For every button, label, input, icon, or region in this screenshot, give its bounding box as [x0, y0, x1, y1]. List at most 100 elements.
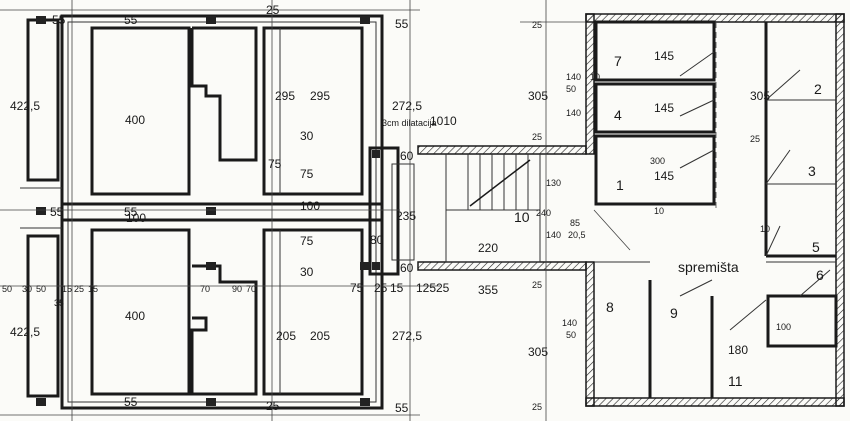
dim-text: 25 — [374, 281, 388, 295]
dim-text: 180 — [728, 343, 748, 357]
dim-text: 145 — [654, 49, 674, 63]
column-marker — [36, 207, 46, 215]
door-swing — [679, 149, 715, 169]
room-label-8: 8 — [606, 299, 614, 315]
dilatation-label: 3cm dilatacija — [382, 118, 437, 128]
dim-text: 60 — [400, 261, 414, 275]
dim-text: 75 — [268, 157, 282, 171]
stair-wall-bottom — [417, 261, 587, 271]
dim-text: 80 — [370, 233, 384, 247]
dim-text: 15 — [62, 284, 72, 294]
room-6-box — [766, 294, 838, 348]
dim-text: 295 — [310, 89, 330, 103]
dim-text: 10 — [654, 206, 664, 216]
dim-text: 55 — [395, 401, 409, 415]
dim-text: 50 — [36, 284, 46, 294]
dim-text: 75 — [300, 167, 314, 181]
left-building-outline — [60, 14, 384, 410]
dim-text: 15 — [88, 284, 98, 294]
dim-text: 10 — [590, 72, 600, 82]
column-marker — [206, 16, 216, 24]
dim-text: 355 — [478, 283, 498, 297]
dim-text: 300 — [650, 156, 665, 166]
dim-text: 90 — [232, 284, 242, 294]
room-7 — [594, 20, 716, 82]
door-swing — [765, 225, 781, 257]
room-label-7: 7 — [614, 53, 622, 69]
dim-text: 35 — [54, 298, 64, 308]
dim-text: 50 — [566, 84, 576, 94]
column-marker — [36, 398, 46, 406]
dim-text: 305 — [528, 89, 548, 103]
dim-text: 50 — [2, 284, 12, 294]
dim-text: 55 — [124, 13, 138, 27]
door-swing — [679, 99, 715, 117]
dim-text: 20,5 — [568, 230, 586, 240]
dim-text: 205 — [276, 329, 296, 343]
column-marker — [360, 16, 370, 24]
dim-text: 25 — [436, 281, 450, 295]
door-swing — [593, 209, 631, 251]
dim-text: 55 — [52, 13, 66, 27]
door-swing — [765, 149, 791, 185]
room-label-1: 1 — [616, 177, 624, 193]
left-building-inner-outline — [67, 21, 377, 403]
dim-text: 25 — [532, 132, 542, 142]
room-1 — [594, 134, 716, 206]
door-swing — [679, 51, 715, 77]
dim-text: 295 — [275, 89, 295, 103]
dim-text: 400 — [125, 309, 145, 323]
dim-text: 70 — [246, 284, 256, 294]
right-wall-right — [835, 13, 845, 407]
lower-stepped-room — [190, 264, 258, 396]
connector-wall — [368, 146, 400, 276]
room-label-9: 9 — [670, 305, 678, 321]
dim-text: 25 — [266, 3, 280, 17]
column-marker — [372, 150, 380, 158]
dim-text: 305 — [750, 89, 770, 103]
dim-text: 145 — [654, 169, 674, 183]
right-wall-left-lower — [585, 261, 595, 407]
dim-text: 25 — [532, 280, 542, 290]
dim-text: 100 — [776, 322, 791, 332]
dim-text: 240 — [536, 208, 551, 218]
dim-text: 272,5 — [392, 329, 422, 343]
left-strip-lower — [26, 234, 60, 398]
dim-text: 140 — [566, 72, 581, 82]
stair-wall-top — [417, 145, 587, 155]
column-marker — [206, 262, 216, 270]
dim-text: 100 — [126, 211, 146, 225]
upper-right-room — [262, 26, 364, 196]
door-swing — [765, 69, 801, 101]
dim-text: 422,5 — [10, 325, 40, 339]
left-building: 55 55 55 55 55 55 55 25 25 400 400 295 2… — [0, 0, 498, 421]
upper-stepped-room — [190, 26, 258, 162]
dim-text: 25 — [750, 134, 760, 144]
room-label-4: 4 — [614, 107, 622, 123]
dim-text: 145 — [654, 101, 674, 115]
staircase: 10 220 130 240 140 85 20,5 — [417, 145, 587, 271]
dim-text: 140 — [566, 108, 581, 118]
dim-text: 75 — [300, 234, 314, 248]
room-4 — [594, 82, 716, 134]
dim-text: 25 — [532, 402, 542, 412]
dim-text: 70 — [200, 284, 210, 294]
right-wall-bottom — [585, 397, 845, 407]
dim-text: 125 — [416, 281, 436, 295]
dim-text: 30 — [22, 284, 32, 294]
lower-right-room — [262, 228, 364, 396]
dim-text: 10 — [760, 224, 770, 234]
dim-text: 75 — [350, 281, 364, 295]
dim-text: 55 — [50, 205, 64, 219]
dim-text: 100 — [300, 199, 320, 213]
dim-text: 60 — [400, 149, 414, 163]
lower-left-room — [90, 228, 191, 396]
column-marker — [360, 262, 370, 270]
dim-text: 25 — [74, 284, 84, 294]
right-wall-left-upper — [585, 13, 595, 155]
column-marker — [372, 262, 380, 270]
dim-text: 400 — [125, 113, 145, 127]
dim-text: 55 — [124, 205, 138, 219]
upper-left-room — [90, 26, 191, 196]
dim-text: 205 — [310, 329, 330, 343]
